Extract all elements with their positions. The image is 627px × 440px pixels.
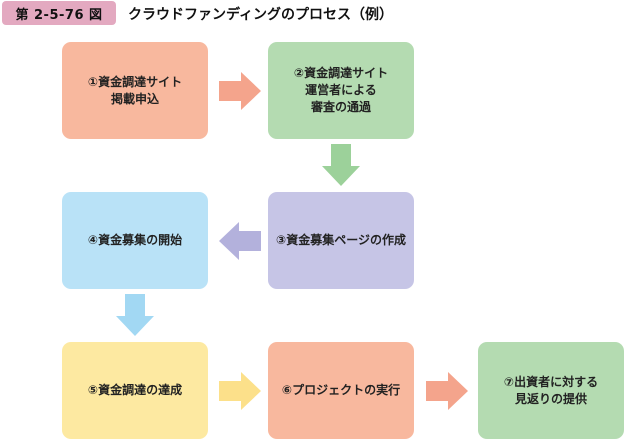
step-6-label: ⑥プロジェクトの実行 [281,383,401,397]
step-5-box: ⑤資金調達の達成 [62,342,208,439]
step-1-box: ①資金調達サイト 掲載申込 [62,42,208,139]
arrow-step6-to-step7 [426,372,468,410]
figure-title: クラウドファンディングのプロセス（例） [128,7,394,23]
arrow-step4-to-step5 [116,294,154,336]
step-4-box: ④資金募集の開始 [62,192,208,289]
step-7-box: ⑦出資者に対する 見返りの提供 [478,342,624,439]
figure-number-badge: 第 2-5-76 図 [2,1,116,25]
arrow-left-icon [219,222,261,260]
arrow-step3-to-step4 [219,222,261,260]
arrow-step2-to-step3 [322,144,360,186]
arrow-step1-to-step2 [219,72,261,110]
step-7-label: ⑦出資者に対する 見返りの提供 [503,374,599,406]
step-4-label: ④資金募集の開始 [87,233,183,247]
arrow-step5-to-step6 [219,372,261,410]
step-5-label: ⑤資金調達の達成 [87,383,183,397]
arrow-right-icon [219,72,261,110]
arrow-down-icon [322,144,360,186]
step-3-box: ③資金募集ページの作成 [268,192,414,289]
step-1-label: ①資金調達サイト 掲載申込 [87,74,183,106]
step-3-label: ③資金募集ページの作成 [276,233,406,247]
step-6-box: ⑥プロジェクトの実行 [268,342,414,439]
arrow-right-icon [219,372,261,410]
figure-number: 第 2-5-76 図 [15,7,103,23]
step-2-label: ②資金調達サイト 運営者による 審査の通過 [293,66,389,114]
arrow-down-icon [116,294,154,336]
arrow-right-icon [426,372,468,410]
step-2-box: ②資金調達サイト 運営者による 審査の通過 [268,42,414,139]
